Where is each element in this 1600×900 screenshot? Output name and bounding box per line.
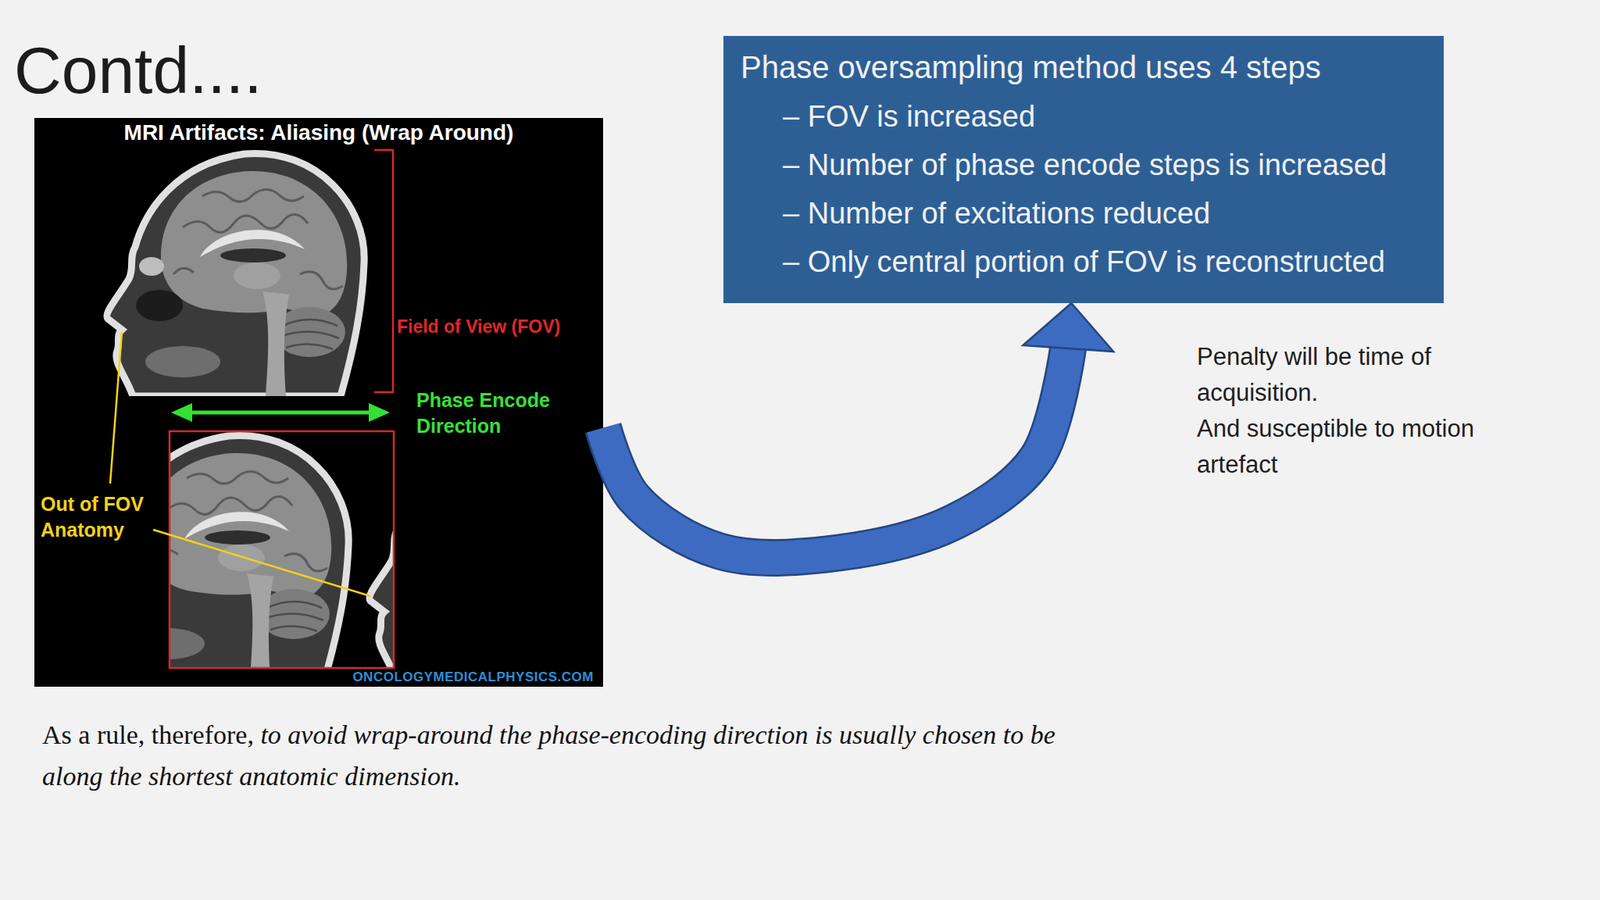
fov-label: Field of View (FOV) (396, 315, 608, 338)
title-box: Contd.... (14, 34, 263, 107)
steps-box: Phase oversampling method uses 4 steps – … (723, 35, 1444, 304)
rule-text: As a rule, therefore, (42, 720, 254, 750)
label-box: ONCOLOGYMEDICALPHYSICS.COM (34, 668, 599, 686)
image-background (34, 117, 604, 687)
leader-line (110, 332, 122, 484)
anatomy-label: Out of FOV Anatomy (40, 491, 170, 543)
leader-line (153, 529, 371, 597)
slide-title: Contd.... (14, 34, 263, 107)
phase-arrow-head (368, 403, 390, 422)
label-box: Out of FOV Anatomy (40, 491, 170, 543)
bullet-item: – Only central portion of FOV is reconst… (782, 243, 1386, 280)
mri-lower (169, 435, 394, 668)
fov-bracket (374, 150, 393, 393)
curved-arrow (603, 303, 1114, 558)
bullet-item: – Number of phase encode steps is increa… (782, 146, 1387, 183)
note-block: Penalty will be time of acquisition.And … (1196, 339, 1525, 483)
bullet-item: – Number of excitations reduced (782, 195, 1211, 232)
phase-arrow-head (171, 403, 193, 422)
note-text: And susceptible to motion artefact (1196, 410, 1525, 483)
phase-arrow-shaft (186, 410, 375, 415)
fov-frame (169, 431, 394, 668)
arrow-head (1022, 303, 1114, 352)
rule-paragraph: As a rule, therefore,to avoid wrap-aroun… (42, 714, 1074, 797)
arrow-body (603, 345, 1069, 558)
mri-upper (107, 153, 365, 397)
direction-label: Phase Encode Direction (416, 387, 585, 440)
bullet-item: – FOV is increased (782, 98, 1036, 135)
label-box: Phase Encode Direction (416, 387, 585, 440)
label-box: Field of View (FOV) (396, 315, 608, 338)
note-text: Penalty will be time of acquisition. (1196, 339, 1525, 411)
watermark: ONCOLOGYMEDICALPHYSICS.COM (34, 668, 599, 686)
arrow-outline (603, 345, 1069, 558)
box-heading: MRI Artifacts: Aliasing (Wrap Around) (34, 117, 604, 147)
box-heading: Phase oversampling method uses 4 steps (740, 48, 1322, 86)
